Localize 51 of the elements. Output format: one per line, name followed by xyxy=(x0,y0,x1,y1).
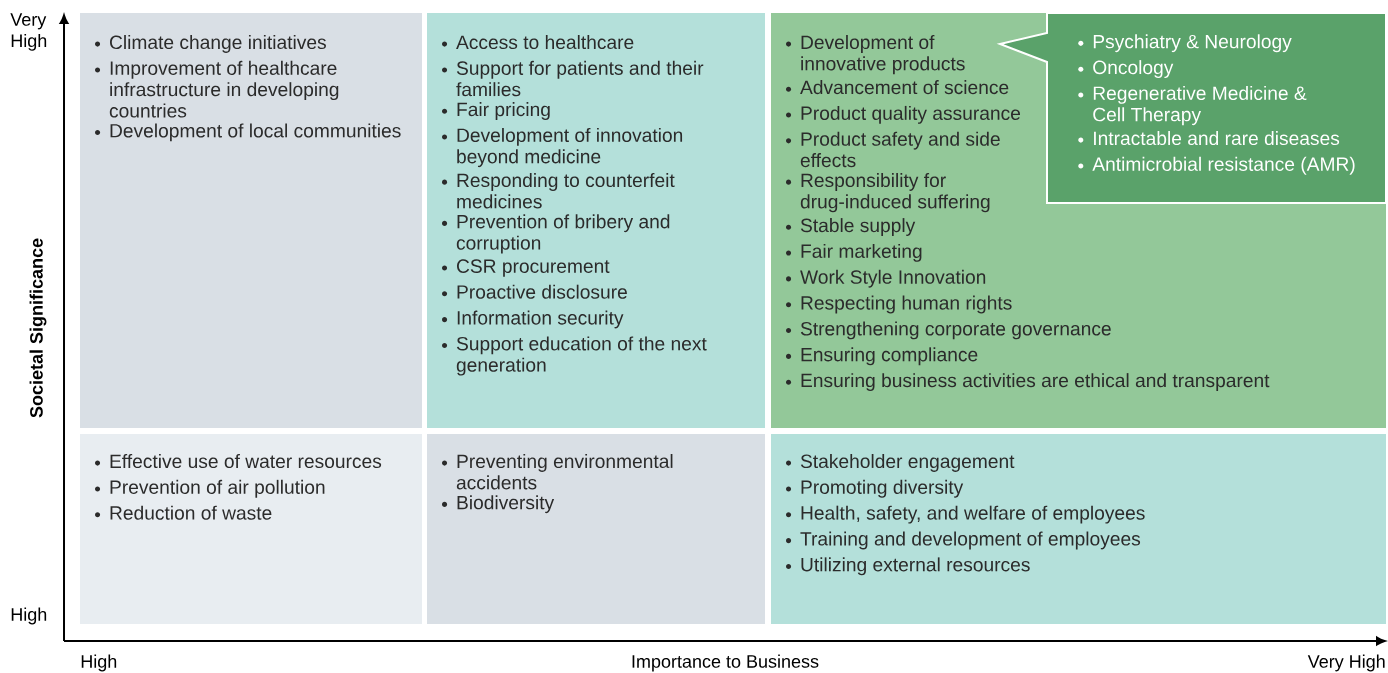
axis-title: Importance to Business xyxy=(632,654,819,672)
axis-title: Societal Significance xyxy=(29,238,47,418)
bullet-item: Effective use of water resources xyxy=(95,454,382,469)
matrix-cell xyxy=(427,13,765,428)
bullet-item: Utilizing external resources xyxy=(786,557,1030,576)
bullet-item: Promoting diversity xyxy=(786,479,964,498)
bullet-item: Support for patients and their families xyxy=(442,60,704,97)
bullet-item: Climate change initiatives xyxy=(95,35,326,53)
bullet-item: Prevention of bribery and corruption xyxy=(442,214,670,254)
bullet-item: Proactive disclosure xyxy=(442,284,627,299)
bullet-item: Training and development of employees xyxy=(786,531,1141,550)
bullet-item: Intractable and rare diseases xyxy=(1078,131,1340,146)
bullet-item: Responsibility for drug-induced suffering xyxy=(786,173,990,213)
bullet-item: Respecting human rights xyxy=(786,295,1012,314)
bullet-item: CSR procurement xyxy=(442,259,610,277)
bullet-item: Development of innovative products xyxy=(786,35,965,75)
bullet-item: Development of local communities xyxy=(95,123,401,142)
bullet-item: Access to healthcare xyxy=(442,35,634,50)
bullet-item: Ensuring compliance xyxy=(786,347,978,366)
bullet-item: Preventing environmental accidents xyxy=(442,454,673,490)
bullet-item: Advancement of science xyxy=(786,80,1009,95)
axis-label: Very High xyxy=(10,13,47,51)
bullet-item: Biodiversity xyxy=(442,495,555,514)
bullet-item: Health, safety, and welfare of employees xyxy=(786,505,1145,524)
bullet-item: Prevention of air pollution xyxy=(95,479,325,498)
bullet-item: Development of innovation beyond medicine xyxy=(442,127,683,168)
bullet-item: Psychiatry & Neurology xyxy=(1078,34,1292,53)
matrix-cell xyxy=(80,13,422,428)
matrix-cell xyxy=(427,434,765,624)
bullet-item: Stable supply xyxy=(786,218,916,236)
bullet-item: Product safety and side effects xyxy=(786,131,1000,168)
bullet-item: Stakeholder engagement xyxy=(786,454,1015,472)
bullet-item: Fair pricing xyxy=(442,102,550,120)
axis-label: High xyxy=(11,607,47,625)
bullet-item: Antimicrobial resistance (AMR) xyxy=(1078,156,1355,175)
axis-label: High xyxy=(81,654,117,672)
bullet-item: Ensuring business activities are ethical and transparent xyxy=(786,373,1270,392)
bullet-item: Responding to counterfeit medicines xyxy=(442,173,675,209)
bullet-item: Reduction of waste xyxy=(95,505,272,520)
bullet-item: Information security xyxy=(442,310,624,329)
bullet-item: Improvement of healthcare infrastructure in developing countries xyxy=(95,60,339,118)
bullet-item: Fair marketing xyxy=(786,243,922,262)
bullet-item: Product quality assurance xyxy=(786,105,1021,124)
bullet-item: Work Style Innovation xyxy=(786,269,986,288)
bullet-item: Regenerative Medicine & Cell Therapy xyxy=(1078,85,1307,126)
bullet-item: Oncology xyxy=(1078,60,1174,78)
matrix-cell xyxy=(80,434,422,624)
bullet-item: Strengthening corporate governance xyxy=(786,321,1111,340)
axis-label: Very High xyxy=(1307,654,1385,672)
bullet-item: Support education of the next generation xyxy=(442,336,707,376)
matrix-cell xyxy=(771,434,1386,624)
